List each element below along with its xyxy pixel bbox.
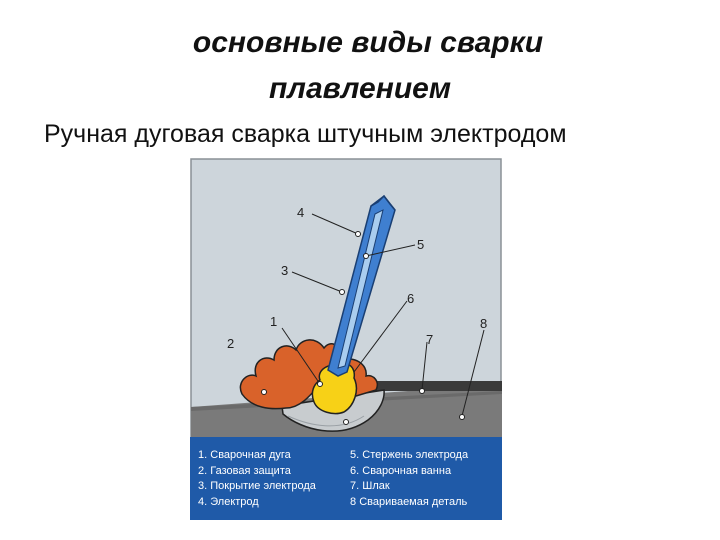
electrode-tip-outline [370, 194, 396, 211]
leader-line-8 [461, 329, 485, 417]
leader-line-3 [291, 271, 343, 293]
legend-item-5: 5. Стержень электрода [350, 448, 468, 464]
legend-item-7: 7. Шлак [350, 479, 468, 495]
legend-text: Стержень электрода [362, 449, 469, 461]
legend-num: 4. [198, 495, 208, 508]
leader-line-1 [281, 327, 321, 385]
page-subtitle: Ручная дуговая сварка штучным электродом [44, 120, 567, 148]
electrode-core [337, 209, 384, 369]
callout-6: 6 [407, 291, 414, 306]
callout-8: 8 [480, 316, 487, 331]
legend-text: Покрытие электрода [210, 480, 316, 492]
legend-item-6: 6. Сварочная ванна [350, 464, 468, 480]
legend-text: Сварочная дуга [210, 449, 291, 461]
leader-dots [261, 231, 465, 425]
dot-7 [419, 388, 425, 394]
legend-text: Электрод [210, 495, 259, 508]
callout-3: 3 [281, 263, 288, 278]
legend-column-right: 5. Стержень электрода 6. Сварочная ванна… [350, 448, 468, 510]
legend-num: 2. [198, 464, 208, 477]
legend-text: Шлак [362, 480, 390, 492]
legend-num: 5. [350, 449, 360, 461]
legend-text: Газовая защита [210, 464, 291, 477]
legend-item-4: 4. Электрод [198, 495, 316, 511]
legend-num: 7. [350, 480, 360, 492]
dot-8 [459, 414, 465, 420]
page-title-line-2: плавлением [268, 72, 452, 105]
leader-line-6 [353, 300, 408, 373]
dot-6 [343, 419, 349, 425]
legend-column-left: 1. Сварочная дуга 2. Газовая защита 3. П… [198, 448, 316, 510]
dot-3 [339, 289, 345, 295]
page-title-line-1: основные виды сварки [192, 26, 544, 59]
callout-7: 7 [426, 332, 433, 347]
legend-text: Сварочная ванна [362, 464, 452, 477]
legend-item-1: 1. Сварочная дуга [198, 448, 316, 464]
dot-1 [317, 381, 323, 387]
legend-num: 8 [350, 495, 357, 508]
legend-num: 6. [350, 464, 360, 477]
callout-5: 5 [417, 237, 424, 252]
dot-2 [261, 389, 267, 395]
callout-2: 2 [227, 336, 234, 351]
callout-1: 1 [270, 314, 277, 329]
legend-text: Свариваемая деталь [359, 495, 468, 508]
leader-line-7 [421, 341, 428, 391]
legend-item-3: 3. Покрытие электрода [198, 479, 316, 495]
legend-num: 3. [198, 480, 208, 492]
weld-pool-edge [287, 415, 365, 427]
leader-line-5 [365, 244, 416, 257]
callout-4: 4 [297, 205, 304, 220]
leader-lines [281, 213, 485, 417]
legend-num: 1. [198, 449, 208, 461]
dot-5 [363, 253, 369, 259]
leader-line-4 [311, 213, 359, 235]
workpiece-dark-band [370, 381, 502, 391]
legend-item-2: 2. Газовая защита [198, 464, 316, 480]
legend-panel: 1. Сварочная дуга 2. Газовая защита 3. П… [190, 437, 502, 520]
dot-4 [355, 231, 361, 237]
legend-item-8: 8 Свариваемая деталь [350, 495, 468, 511]
